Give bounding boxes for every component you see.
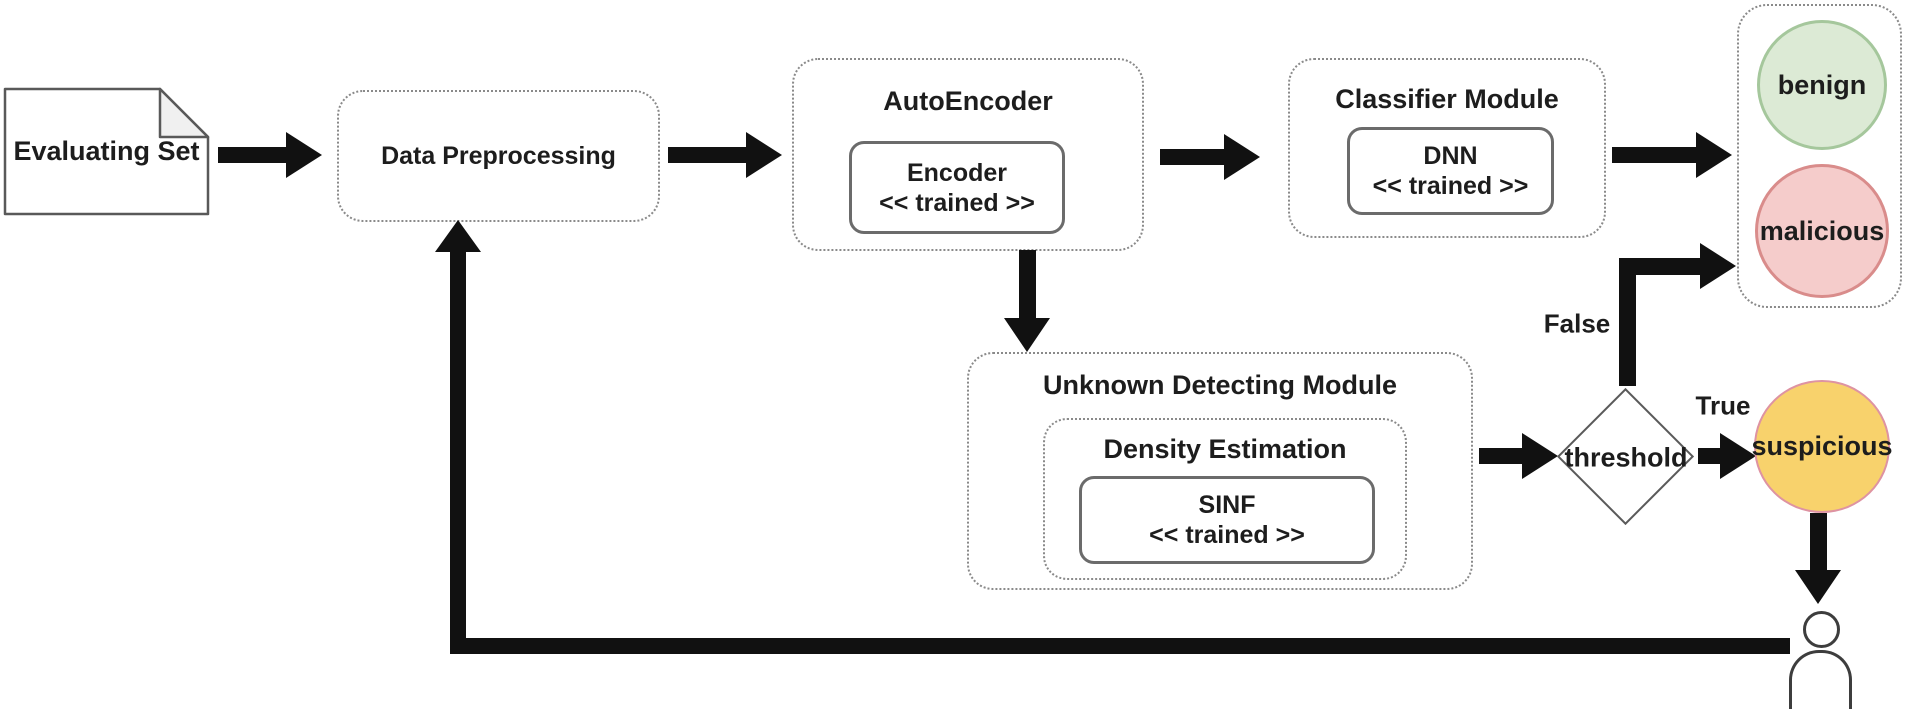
density-estimation-box: Density Estimation SINF << trained >> [1043, 418, 1407, 580]
sinf-box: SINF << trained >> [1079, 476, 1375, 564]
autoencoder-title: AutoEncoder [883, 86, 1053, 116]
suspicious-label: suspicious [1751, 431, 1893, 461]
density-estimation-title: Density Estimation [1103, 434, 1347, 464]
encoder-stereotype: << trained >> [879, 188, 1035, 217]
true-branch-label: True [1695, 390, 1751, 421]
dnn-box: DNN << trained >> [1347, 127, 1554, 215]
document-icon [3, 87, 210, 216]
false-branch-label: False [1543, 308, 1611, 339]
person-body [1789, 650, 1852, 709]
dnn-stereotype: << trained >> [1372, 172, 1529, 200]
evaluating-set-label: Evaluating Set [13, 136, 200, 166]
threshold-label: threshold [1564, 442, 1688, 473]
autoencoder-node: AutoEncoder Encoder << trained >> [792, 58, 1144, 251]
data-preprocessing-node: Data Preprocessing [337, 90, 660, 222]
classifier-module-title: Classifier Module [1335, 84, 1559, 114]
malicious-output: malicious [1755, 164, 1889, 298]
unknown-detecting-module-node: Unknown Detecting Module Density Estimat… [967, 352, 1473, 590]
dnn-label: DNN [1423, 142, 1478, 170]
classification-outputs-container: benign malicious [1737, 4, 1902, 308]
person-head [1803, 611, 1840, 648]
sinf-stereotype: << trained >> [1149, 521, 1305, 549]
classifier-module-node: Classifier Module DNN << trained >> [1288, 58, 1606, 238]
benign-label: benign [1777, 69, 1867, 100]
encoder-label: Encoder [906, 158, 1008, 187]
data-preprocessing-label: Data Preprocessing [381, 141, 616, 170]
unknown-detecting-module-title: Unknown Detecting Module [1043, 370, 1397, 400]
encoder-box: Encoder << trained >> [849, 141, 1065, 234]
suspicious-output: suspicious [1751, 380, 1893, 513]
benign-output: benign [1757, 20, 1887, 150]
sinf-label: SINF [1198, 491, 1256, 519]
malicious-label: malicious [1759, 215, 1885, 246]
evaluating-set-node: Evaluating Set [3, 87, 210, 216]
